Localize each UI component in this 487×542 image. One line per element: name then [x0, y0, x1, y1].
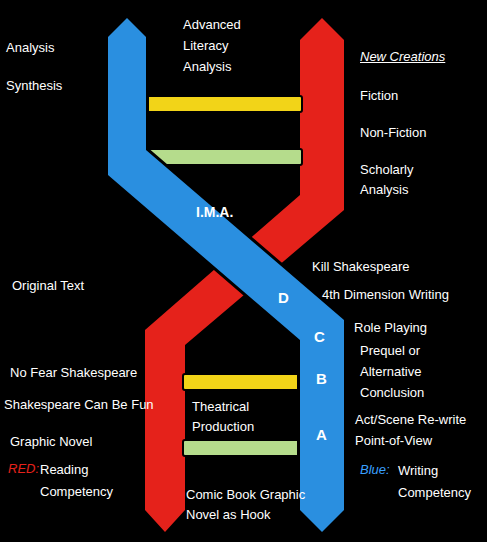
level-label: Theatrical Production [192, 397, 276, 437]
yellow-rung [183, 374, 302, 390]
level-label: Comic Book Graphic Novel as Hook [186, 485, 336, 525]
side-label: Analysis [6, 38, 54, 57]
side-label: Scholarly Analysis [360, 160, 438, 200]
level-label: Advanced Literacy Analysis [183, 14, 261, 77]
callout-letter: B [316, 369, 327, 388]
side-label: Original Text [12, 276, 84, 295]
center-label: I.M.A. [196, 203, 233, 222]
side-label: Synthesis [6, 76, 62, 95]
side-label: Act/Scene Re-write Point-of-View [355, 409, 485, 451]
callout-letter: C [314, 327, 325, 346]
side-label: Prequel or Alternative Conclusion [360, 340, 444, 403]
key-text: Reading Competency [40, 459, 140, 503]
green-rung [144, 149, 302, 165]
side-label: 4th Dimension Writing [322, 285, 449, 304]
green-rung [183, 440, 302, 456]
side-label: Non-Fiction [360, 123, 426, 142]
callout-letter: D [278, 288, 289, 307]
side-label: Shakespeare Can Be Fun [4, 395, 154, 414]
side-label: Role Playing [354, 318, 427, 337]
blue-strand-fill [108, 18, 344, 532]
section-heading: New Creations [360, 47, 445, 66]
side-label: Graphic Novel [10, 432, 92, 451]
blue-strand [108, 18, 344, 532]
side-label: No Fear Shakespeare [10, 363, 137, 382]
key-word: Blue: [360, 460, 390, 479]
callout-letter: A [316, 425, 327, 444]
key-text: Writing Competency [398, 460, 486, 504]
side-label: Fiction [360, 86, 398, 105]
yellow-rung [144, 96, 302, 112]
side-label: Kill Shakespeare [312, 257, 410, 276]
key-word: RED: [8, 459, 39, 478]
